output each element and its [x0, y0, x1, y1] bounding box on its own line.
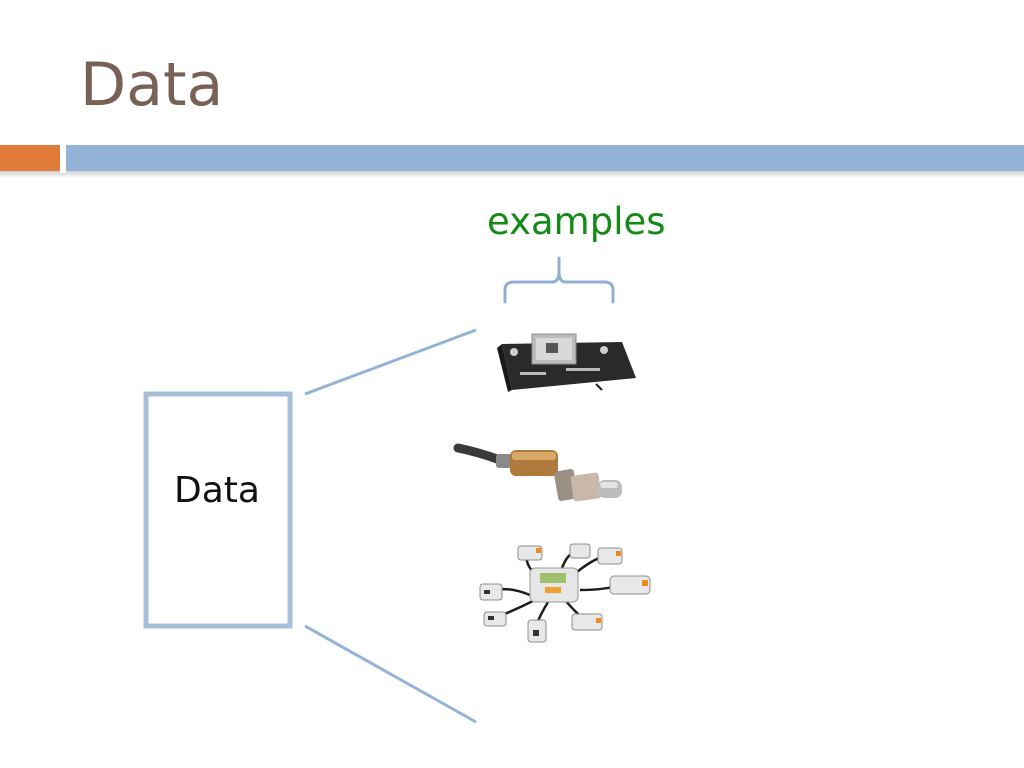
slide-title: Data — [80, 50, 224, 120]
header-bar-gap — [60, 143, 66, 173]
oxygen-sensor-image — [453, 443, 622, 502]
header-bar-shadow — [0, 170, 1024, 178]
header-bar-accent — [0, 145, 60, 171]
header-bar — [66, 145, 1024, 171]
data-box — [143, 391, 293, 629]
sensor-board-image — [497, 333, 636, 392]
connector-line-top — [304, 328, 477, 396]
robot-kit-image — [479, 543, 651, 643]
examples-brace — [503, 256, 615, 304]
data-box-label: Data — [174, 470, 260, 511]
examples-label: examples — [487, 200, 666, 243]
connector-line-bottom — [304, 624, 477, 724]
